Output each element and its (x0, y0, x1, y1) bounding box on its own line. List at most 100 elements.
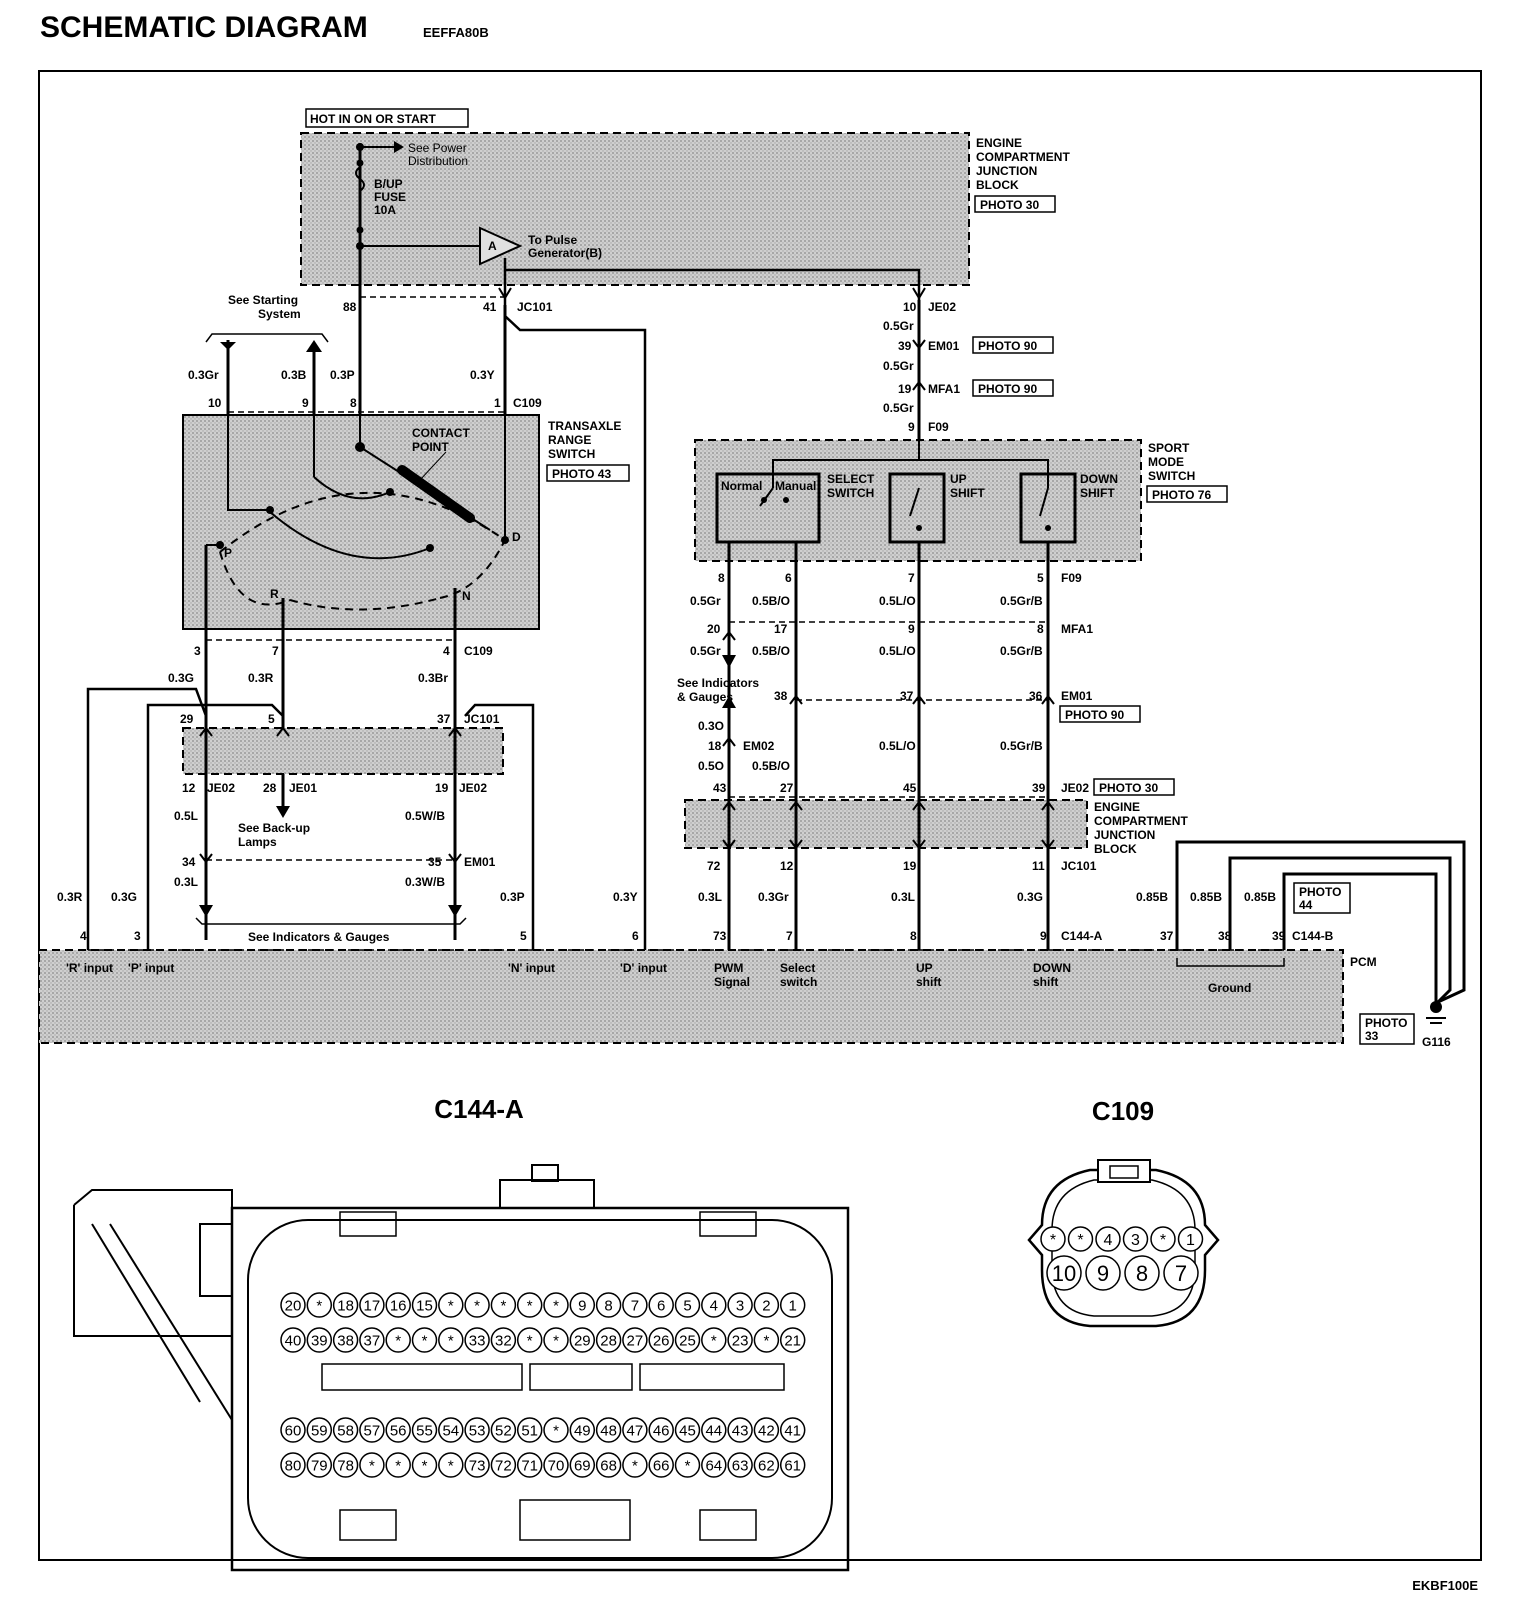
chevron-up-icon (912, 380, 926, 391)
wire-085b-3: 0.85B (1244, 890, 1276, 904)
c144a-pin-circle (359, 1452, 385, 1478)
pin-36-em01: 36 (1029, 689, 1043, 703)
contact-dot (266, 506, 274, 514)
c144a-pin: 55 (416, 1422, 433, 1439)
switch-letter-d: D (512, 530, 521, 544)
c144a-pin-circle (516, 1327, 543, 1353)
see-ind-gauges-r1: See Indicators (677, 676, 759, 690)
fuse-terminal (356, 226, 364, 234)
conn-jc101-right: JC101 (1061, 859, 1097, 873)
wire-to-je02 (505, 268, 921, 300)
c144a-pin-circle (464, 1327, 490, 1353)
c144a-pin-circle (359, 1327, 385, 1353)
c144a-pin-circle (516, 1452, 543, 1478)
pin-35: 35 (428, 855, 442, 869)
c144a-pin: 7 (631, 1297, 639, 1314)
c144a-pin-circle (753, 1292, 780, 1318)
pin-8: 8 (350, 396, 357, 410)
trs-l3: SWITCH (548, 447, 595, 461)
wire-internal-10 (227, 415, 270, 511)
wire-03g: 0.3G (168, 671, 194, 685)
c144a-pin: 57 (364, 1422, 381, 1439)
conn-em02: EM02 (743, 739, 775, 753)
c144a-pin-circle (701, 1292, 727, 1318)
pin-8-sport: 8 (718, 571, 725, 585)
pin-4: 4 (443, 644, 450, 658)
c144a-pin: 78 (337, 1457, 354, 1474)
c144a-pin: 5 (683, 1297, 691, 1314)
c144a-pin: * (448, 1297, 454, 1314)
wire-03gr: 0.3Gr (188, 368, 219, 382)
c144a-pin: 20 (285, 1297, 302, 1314)
c144a-pin: * (316, 1297, 322, 1314)
see-backup-l1: See Back-up (238, 821, 310, 835)
pin-39-pcm: 39 (1272, 929, 1286, 943)
wire-085b-1: 0.85B (1136, 890, 1168, 904)
ecjb-right-l2: COMPARTMENT (1094, 814, 1188, 828)
wire-03y: 0.3Y (470, 368, 495, 382)
contact-dot (426, 544, 434, 552)
wire-03b: 0.3B (281, 368, 307, 382)
c144a-pin: 58 (337, 1422, 354, 1439)
c144a-pin: * (448, 1457, 454, 1474)
c144a-pin: 41 (784, 1422, 801, 1439)
diagram-frame (38, 70, 1482, 1561)
photo33-l1: PHOTO (1365, 1016, 1407, 1030)
c144a-pin: * (632, 1457, 638, 1474)
c144a-pin: 71 (521, 1457, 538, 1474)
c144a-pin-circle (569, 1327, 596, 1353)
pin-7-pcm: 7 (786, 929, 793, 943)
c144a-pin: 1 (789, 1297, 797, 1314)
c144a-pin-circle (727, 1327, 753, 1353)
leader-line (419, 451, 447, 481)
c144a-pin-circle (753, 1452, 780, 1478)
pin-88: 88 (343, 300, 357, 314)
c144a-pin: 16 (390, 1297, 407, 1314)
chevron-up-icon (789, 694, 803, 705)
arrow-down-icon (448, 905, 462, 917)
pcm-input-p: 'P' input (128, 961, 174, 975)
c109-pin-circle (1085, 1255, 1121, 1291)
c144a-pin-circle (464, 1417, 490, 1443)
contact-blade (397, 465, 475, 523)
c144a-pin: * (763, 1332, 769, 1349)
chevron-down-icon (912, 839, 926, 850)
pin-5-sport: 5 (1037, 571, 1044, 585)
switch-blade (1039, 487, 1049, 517)
c144a-pin-circle (701, 1327, 727, 1353)
ground-label: Ground (1208, 981, 1251, 995)
c144a-pin-circle (674, 1327, 701, 1353)
conn-em01-left: EM01 (464, 855, 496, 869)
c144a-pin-circle (648, 1452, 674, 1478)
photo44-l1: PHOTO (1299, 885, 1341, 899)
photo44-l2: 44 (1299, 898, 1313, 912)
c144a-pin: 42 (758, 1422, 775, 1439)
c144a-pin-circle (543, 1452, 569, 1478)
c109-pin-circle (1150, 1226, 1176, 1252)
c144a-pin: 68 (600, 1457, 617, 1474)
c109-pin-circle (1095, 1226, 1121, 1252)
c144a-pin-circle (385, 1417, 411, 1443)
c144a-pin: 66 (653, 1457, 670, 1474)
c144a-pin-circle (516, 1292, 543, 1318)
c144a-pin-circle (490, 1292, 517, 1318)
chevron-up-icon (722, 736, 736, 747)
c144a-title: C144-A (434, 1094, 524, 1124)
up-shift-l1: UP (950, 472, 967, 486)
c144a-pin-circle (648, 1327, 674, 1353)
switch-letter-r: R (270, 587, 279, 601)
pin-41: 41 (483, 300, 497, 314)
c144a-pin: 28 (600, 1332, 617, 1349)
arrow-down-icon (722, 655, 736, 668)
pin-18: 18 (708, 739, 722, 753)
c144a-pin: * (527, 1332, 533, 1349)
c144a-pin: 52 (495, 1422, 512, 1439)
fuse-l3: 10A (374, 203, 396, 217)
c144a-pin-circle (385, 1327, 411, 1353)
c144a-pin: 25 (679, 1332, 696, 1349)
pin-12: 12 (182, 781, 196, 795)
see-backup-l2: Lamps (238, 835, 277, 849)
pin-39-em01: 39 (898, 339, 912, 353)
wire-y-to-d-input (504, 315, 647, 950)
c144a-pin-circle (438, 1327, 464, 1353)
